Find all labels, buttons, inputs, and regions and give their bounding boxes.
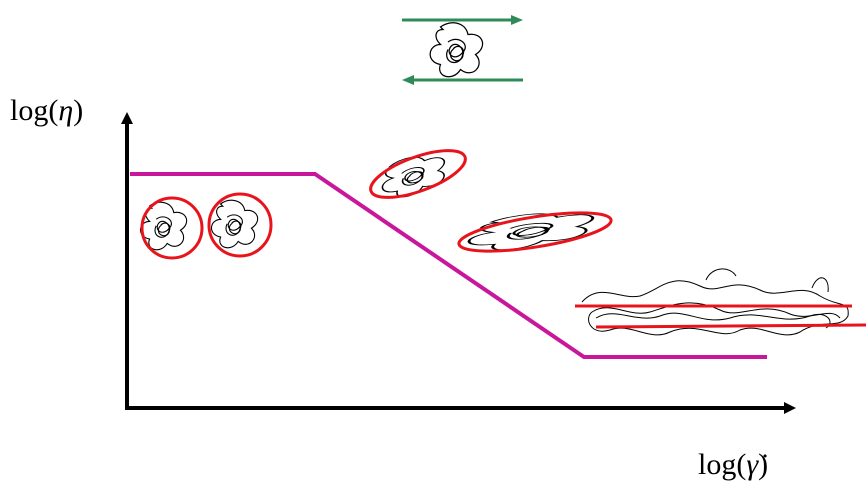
viscosity-curve <box>130 172 767 359</box>
aligned-chain-line-lower <box>595 323 866 329</box>
coil-stretched-medium <box>457 203 613 257</box>
x-axis-label: log(γ̇) <box>698 448 768 481</box>
stretched-coil-ellipse-icon <box>140 196 204 260</box>
coil-aligned <box>575 268 866 336</box>
stretched-coil-ellipse-icon <box>369 149 467 199</box>
shear-arrows-icon <box>402 15 523 85</box>
stretched-coil-ellipse-icon <box>207 192 273 258</box>
stretched-coil-ellipse-icon <box>457 211 613 253</box>
y-axis-label: log(η) <box>10 94 83 127</box>
coil-resting-2 <box>207 192 273 258</box>
polymer-coil-icon <box>429 22 484 78</box>
coil-stretched-small <box>369 146 467 204</box>
coil-resting-1 <box>139 196 204 260</box>
